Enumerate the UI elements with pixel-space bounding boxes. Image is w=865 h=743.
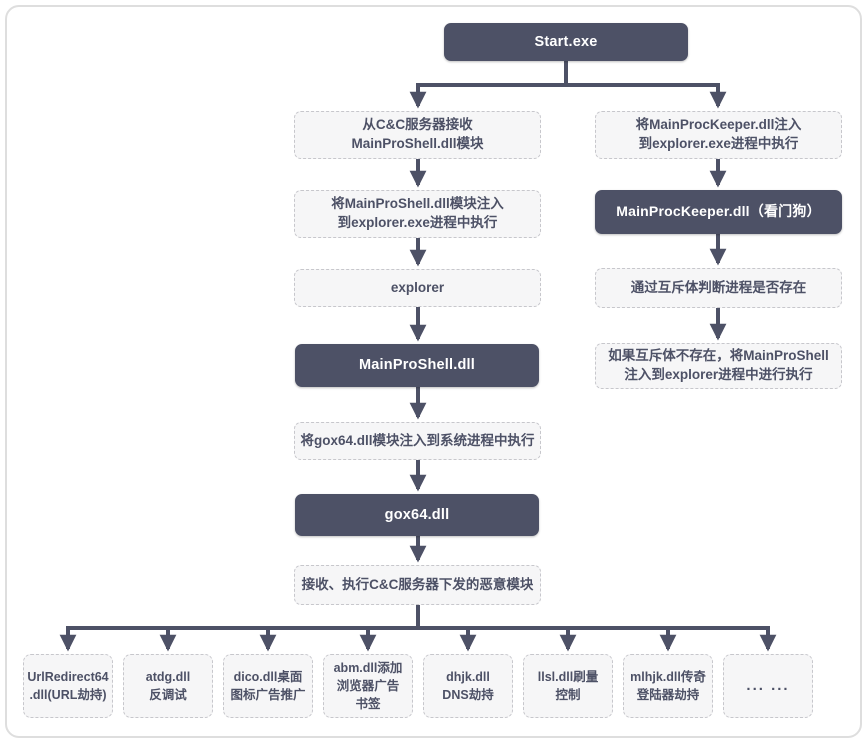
node-module-urlredirect64: UrlRedirect64 .dll(URL劫持) bbox=[23, 654, 113, 718]
node-inject-mainprockeeper: 将MainProcKeeper.dll注入 到explorer.exe进程中执行 bbox=[595, 111, 842, 159]
node-label: 将MainProShell.dll模块注入 到explorer.exe进程中执行 bbox=[331, 196, 504, 230]
node-receive-exec-modules: 接收、执行C&C服务器下发的恶意模块 bbox=[294, 565, 541, 605]
ellipsis-label: ... ... bbox=[746, 677, 790, 695]
node-gox64-dll: gox64.dll bbox=[295, 494, 539, 536]
node-module-more-ellipsis: ... ... bbox=[723, 654, 813, 718]
diagram-frame: Start.exe 从C&C服务器接收 MainProShell.dll模块 将… bbox=[5, 5, 862, 738]
node-mutex-check: 通过互斥体判断进程是否存在 bbox=[595, 268, 842, 308]
node-label: abm.dll添加 浏览器广告 书签 bbox=[333, 660, 403, 712]
node-receive-mainproshell: 从C&C服务器接收 MainProShell.dll模块 bbox=[294, 111, 541, 159]
node-module-atdg: atdg.dll 反调试 bbox=[123, 654, 213, 718]
node-label: gox64.dll bbox=[384, 506, 450, 523]
flowchart-canvas: Start.exe 从C&C服务器接收 MainProShell.dll模块 将… bbox=[7, 7, 860, 736]
node-label: 如果互斥体不存在，将MainProShell 注入到explorer进程中进行执… bbox=[608, 348, 829, 382]
node-start-exe: Start.exe bbox=[444, 23, 688, 61]
node-module-dico: dico.dll桌面 图标广告推广 bbox=[223, 654, 313, 718]
node-label: atdg.dll 反调试 bbox=[145, 669, 191, 702]
node-label: 通过互斥体判断进程是否存在 bbox=[630, 279, 807, 295]
node-label: 从C&C服务器接收 MainProShell.dll模块 bbox=[351, 117, 484, 151]
node-label: Start.exe bbox=[534, 33, 598, 50]
node-label: mlhjk.dll传奇 登陆器劫持 bbox=[630, 669, 706, 702]
node-label: 将gox64.dll模块注入到系统进程中执行 bbox=[300, 432, 535, 448]
node-inject-gox64: 将gox64.dll模块注入到系统进程中执行 bbox=[294, 422, 541, 460]
node-label: MainProcKeeper.dll（看门狗） bbox=[616, 203, 821, 220]
node-label: dhjk.dll DNS劫持 bbox=[442, 669, 494, 702]
node-mainproshell-dll: MainProShell.dll bbox=[295, 344, 539, 387]
node-label: dico.dll桌面 图标广告推广 bbox=[230, 669, 306, 702]
node-module-mlhjk: mlhjk.dll传奇 登陆器劫持 bbox=[623, 654, 713, 718]
node-module-abm: abm.dll添加 浏览器广告 书签 bbox=[323, 654, 413, 718]
node-inject-mainproshell: 将MainProShell.dll模块注入 到explorer.exe进程中执行 bbox=[294, 190, 541, 238]
node-module-dhjk: dhjk.dll DNS劫持 bbox=[423, 654, 513, 718]
node-explorer: explorer bbox=[294, 269, 541, 307]
node-module-llsl: llsl.dll刷量 控制 bbox=[523, 654, 613, 718]
node-mainprockeeper-dll: MainProcKeeper.dll（看门狗） bbox=[595, 190, 842, 234]
node-label: UrlRedirect64 .dll(URL劫持) bbox=[27, 669, 109, 702]
node-label: 接收、执行C&C服务器下发的恶意模块 bbox=[301, 576, 534, 592]
node-label: MainProShell.dll bbox=[359, 357, 475, 374]
node-label: 将MainProcKeeper.dll注入 到explorer.exe进程中执行 bbox=[635, 117, 802, 151]
node-mutex-absent-inject: 如果互斥体不存在，将MainProShell 注入到explorer进程中进行执… bbox=[595, 343, 842, 389]
node-label: llsl.dll刷量 控制 bbox=[537, 669, 599, 702]
node-label: explorer bbox=[390, 279, 445, 295]
